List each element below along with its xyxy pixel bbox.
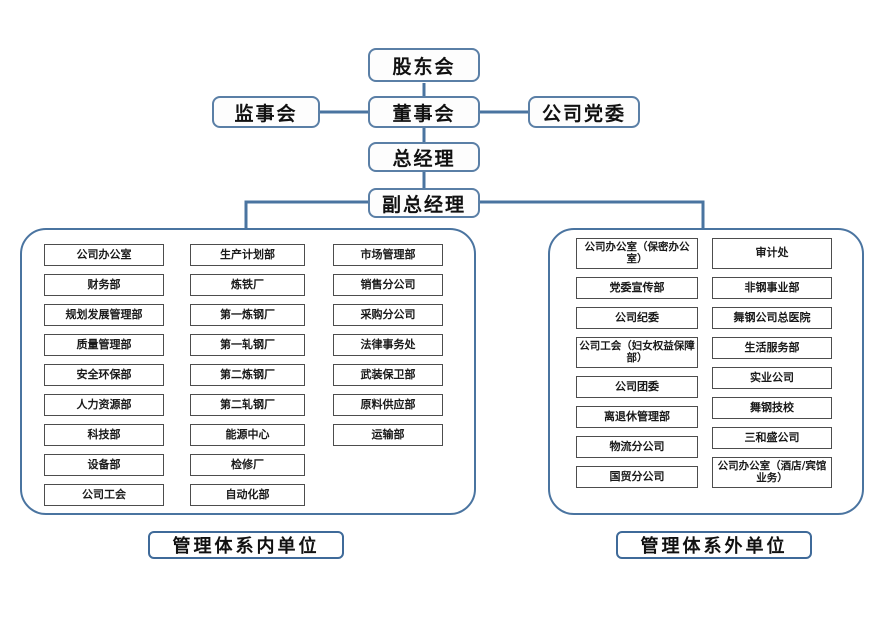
node-general-manager-label: 总经理 [392,147,456,170]
unit-box[interactable]: 公司办公室（保密办公室） [576,238,698,269]
caption-inside-system: 管理体系内单位 [148,531,344,559]
column-inside-col-3: 市场管理部 销售分公司 采购分公司 法律事务处 武装保卫部 原料供应部 运输部 [333,244,443,446]
unit-box[interactable]: 自动化部 [190,484,305,506]
group-outside-system [548,228,864,515]
unit-box[interactable]: 非钢事业部 [712,277,832,299]
unit-box[interactable]: 人力资源部 [44,394,164,416]
unit-box[interactable]: 离退休管理部 [576,406,698,428]
column-inside-col-1: 公司办公室 财务部 规划发展管理部 质量管理部 安全环保部 人力资源部 科技部 … [44,244,164,506]
caption-inside-system-label: 管理体系内单位 [172,536,320,557]
unit-box[interactable]: 三和盛公司 [712,427,832,449]
unit-box[interactable]: 国贸分公司 [576,466,698,488]
node-shareholders[interactable]: 股东会 [368,48,480,82]
unit-box[interactable]: 公司纪委 [576,307,698,329]
unit-box[interactable]: 公司团委 [576,376,698,398]
unit-box[interactable]: 第二炼钢厂 [190,364,305,386]
unit-box[interactable]: 公司办公室（酒店/宾馆业务） [712,457,832,488]
unit-box[interactable]: 采购分公司 [333,304,443,326]
caption-outside-system-label: 管理体系外单位 [640,536,788,557]
column-inside-col-2: 生产计划部 炼铁厂 第一炼钢厂 第一轧钢厂 第二炼钢厂 第二轧钢厂 能源中心 检… [190,244,305,506]
unit-box[interactable]: 销售分公司 [333,274,443,296]
unit-box[interactable]: 运输部 [333,424,443,446]
node-party-committee[interactable]: 公司党委 [528,96,640,128]
caption-outside-system: 管理体系外单位 [616,531,812,559]
unit-box[interactable]: 生活服务部 [712,337,832,359]
unit-box[interactable]: 法律事务处 [333,334,443,356]
unit-box[interactable]: 质量管理部 [44,334,164,356]
column-outside-col-2: 审计处 非钢事业部 舞钢公司总医院 生活服务部 实业公司 舞钢技校 三和盛公司 … [712,238,832,488]
node-supervisors-label: 监事会 [234,102,298,125]
unit-box[interactable]: 科技部 [44,424,164,446]
node-general-manager[interactable]: 总经理 [368,142,480,172]
unit-box[interactable]: 公司工会 [44,484,164,506]
unit-box[interactable]: 第一轧钢厂 [190,334,305,356]
unit-box[interactable]: 炼铁厂 [190,274,305,296]
unit-box[interactable]: 财务部 [44,274,164,296]
unit-box[interactable]: 审计处 [712,238,832,269]
unit-box[interactable]: 公司工会（妇女权益保障部） [576,337,698,368]
unit-box[interactable]: 党委宣传部 [576,277,698,299]
unit-box[interactable]: 安全环保部 [44,364,164,386]
group-inside-system [20,228,476,515]
node-party-committee-label: 公司党委 [541,102,626,125]
unit-box[interactable]: 能源中心 [190,424,305,446]
unit-box[interactable]: 检修厂 [190,454,305,476]
unit-box[interactable]: 第二轧钢厂 [190,394,305,416]
node-deputy-general-manager[interactable]: 副总经理 [368,188,480,218]
unit-box[interactable]: 物流分公司 [576,436,698,458]
unit-box[interactable]: 第一炼钢厂 [190,304,305,326]
unit-box[interactable]: 生产计划部 [190,244,305,266]
unit-box[interactable]: 舞钢技校 [712,397,832,419]
node-supervisors[interactable]: 监事会 [212,96,320,128]
node-deputy-general-manager-label: 副总经理 [381,193,466,216]
node-board-label: 董事会 [392,102,456,125]
node-shareholders-label: 股东会 [392,55,456,78]
column-outside-col-1: 公司办公室（保密办公室） 党委宣传部 公司纪委 公司工会（妇女权益保障部） 公司… [576,238,698,488]
unit-box[interactable]: 舞钢公司总医院 [712,307,832,329]
unit-box[interactable]: 市场管理部 [333,244,443,266]
unit-box[interactable]: 设备部 [44,454,164,476]
unit-box[interactable]: 公司办公室 [44,244,164,266]
unit-box[interactable]: 实业公司 [712,367,832,389]
node-board-of-directors[interactable]: 董事会 [368,96,480,128]
unit-box[interactable]: 武装保卫部 [333,364,443,386]
unit-box[interactable]: 原料供应部 [333,394,443,416]
unit-box[interactable]: 规划发展管理部 [44,304,164,326]
